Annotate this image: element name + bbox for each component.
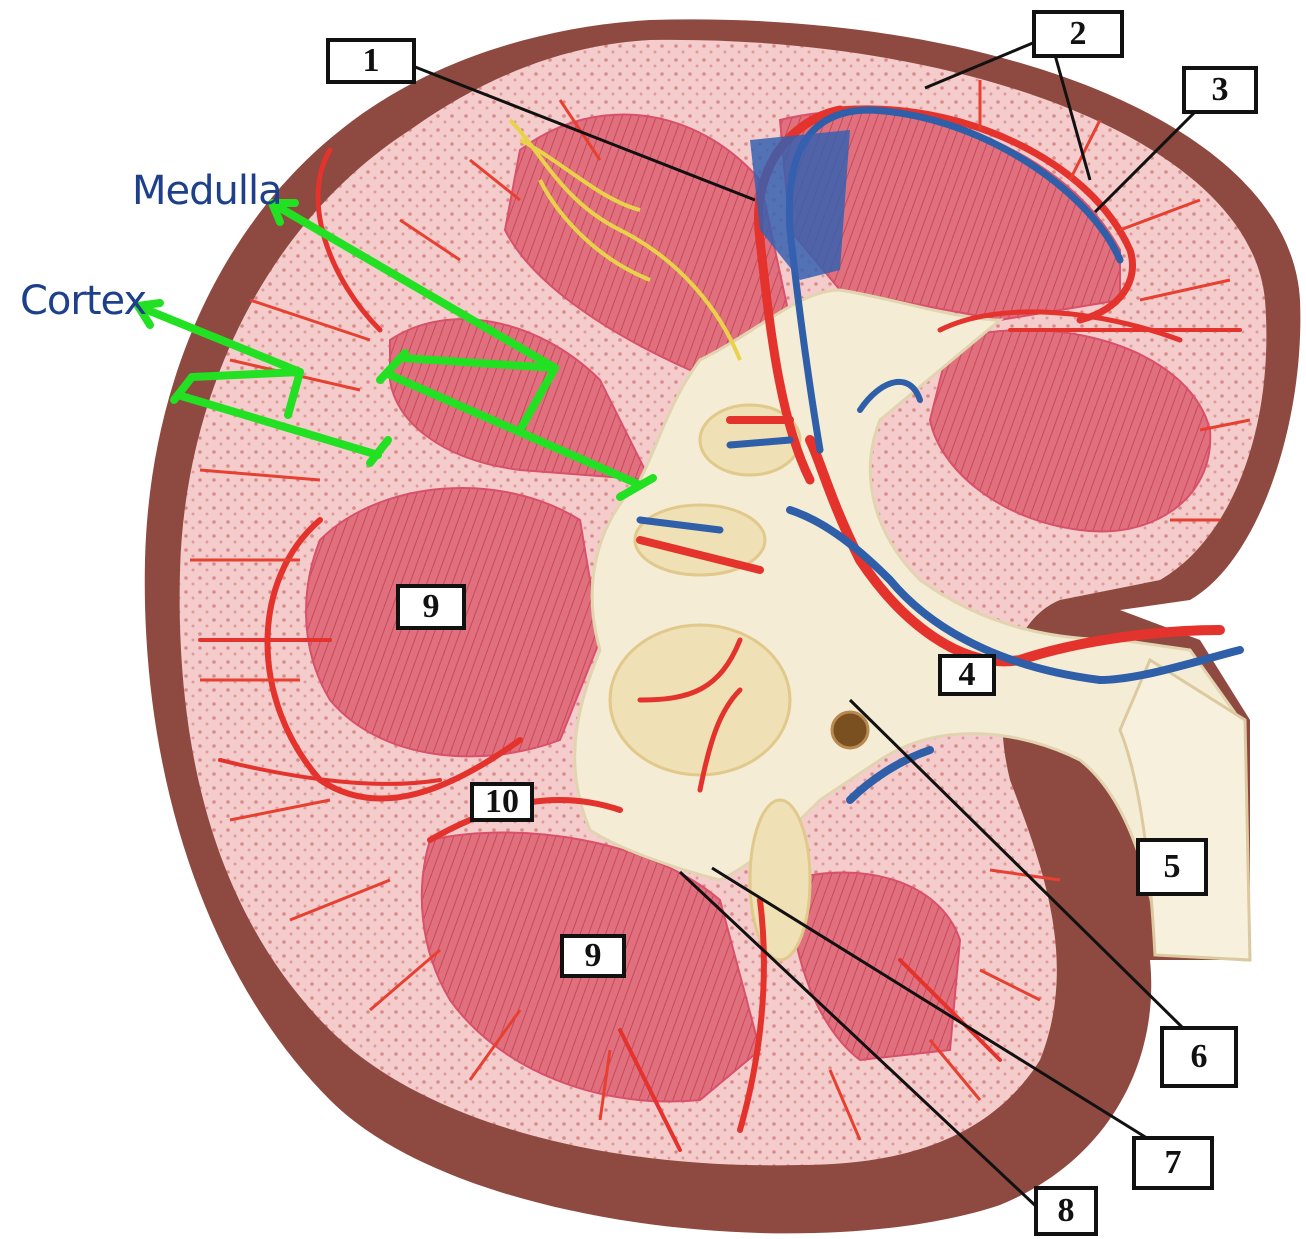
ureter-opening: [832, 712, 868, 748]
label-box-3: 3: [1182, 66, 1258, 114]
label-box-10: 10: [470, 782, 534, 822]
medulla-annotation: Medulla: [132, 168, 282, 214]
label-box-9-upper: 9: [396, 584, 466, 630]
label-box-7: 7: [1132, 1136, 1214, 1190]
label-box-5: 5: [1136, 838, 1208, 896]
label-box-2: 2: [1032, 10, 1124, 58]
cortex-annotation: Cortex: [20, 278, 146, 324]
label-box-6: 6: [1160, 1026, 1238, 1088]
label-box-1: 1: [326, 38, 416, 84]
label-box-8: 8: [1034, 1186, 1098, 1236]
label-box-4: 4: [938, 654, 996, 696]
label-box-9-lower: 9: [560, 934, 626, 978]
